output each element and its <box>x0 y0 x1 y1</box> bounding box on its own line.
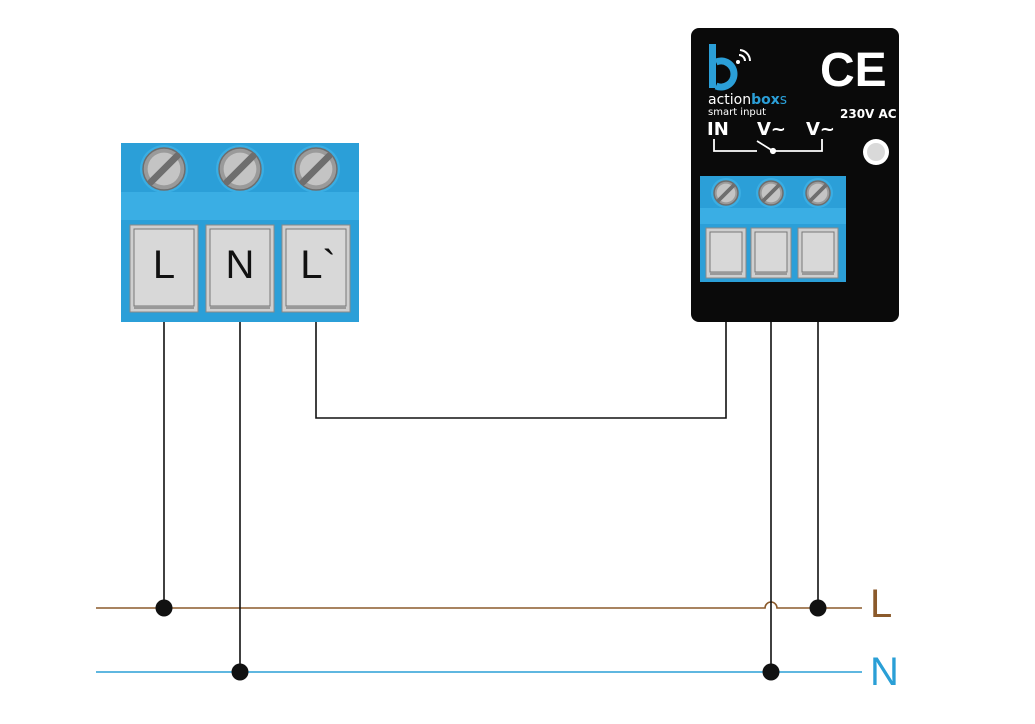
neutral-rail-label: N <box>870 650 899 694</box>
device-terminal-label-v1: V~ <box>757 119 786 140</box>
terminal-label-l: L <box>153 243 175 287</box>
terminal-screw-icon <box>140 145 188 193</box>
terminal-slot <box>750 227 792 279</box>
terminal-slot <box>205 224 275 313</box>
device-terminal-label-v2: V~ <box>806 119 835 140</box>
switch-symbol <box>713 139 823 155</box>
terminal-slot <box>129 224 199 313</box>
junction-dot <box>155 599 173 617</box>
junction-dot <box>809 599 827 617</box>
terminal-label-lprime: L` <box>300 243 336 287</box>
wires <box>163 282 819 672</box>
terminal-screw-icon <box>756 178 786 208</box>
terminal-screw-icon <box>711 178 741 208</box>
terminal-label-n: N <box>226 243 255 287</box>
voltage-label: 230V AC <box>840 107 897 121</box>
terminal-slot <box>281 224 351 313</box>
live-rail-label: L <box>870 582 892 626</box>
junction-dot <box>762 663 780 681</box>
wire-lprime-to-in <box>315 282 727 419</box>
terminal-slot <box>797 227 839 279</box>
brand-name: actionboxs <box>708 92 787 108</box>
live-rail <box>96 601 862 609</box>
actionbox-device: actionboxs smart input CE 230V AC IN V~ … <box>691 28 899 322</box>
terminal-screw-icon <box>216 145 264 193</box>
terminal-screw-icon <box>292 145 340 193</box>
bluetooth-b-logo-icon <box>709 44 752 91</box>
junctions <box>155 599 827 681</box>
device-terminal-label-in: IN <box>707 119 729 140</box>
terminal-screw-icon <box>803 178 833 208</box>
left-terminal-block: L N L` <box>121 143 359 322</box>
ce-mark: CE <box>820 44 887 97</box>
terminal-slot <box>705 227 747 279</box>
junction-dot <box>231 663 249 681</box>
model-name: smart input <box>708 107 766 118</box>
